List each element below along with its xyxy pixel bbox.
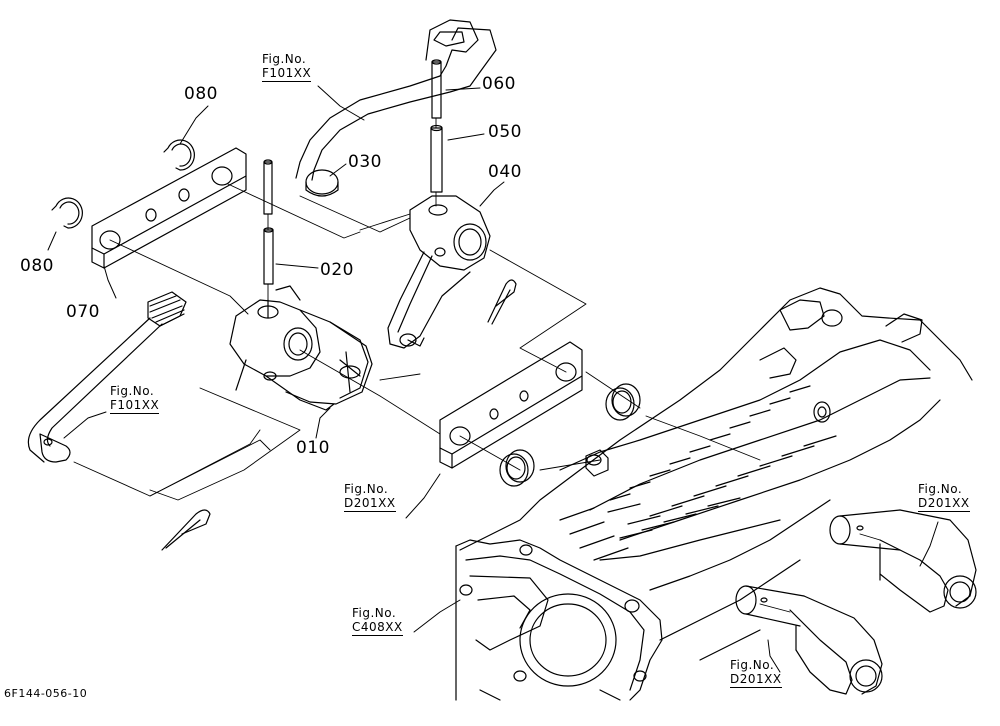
fig-ref-code: F101XX	[262, 66, 312, 82]
callout-080-lower: 080	[20, 256, 54, 276]
transmission-housing	[455, 287, 973, 701]
lever-arm-040	[387, 195, 491, 349]
shaft-d201-lower	[735, 585, 883, 695]
fig-ref-code: F101XX	[110, 398, 160, 414]
r-clip-upper	[487, 279, 517, 325]
fig-ref-code: D201XX	[918, 496, 970, 512]
fig-ref-leader-lines	[63, 85, 939, 673]
washer-ring-upper	[605, 383, 641, 421]
fig-ref-code: C408XX	[352, 620, 403, 636]
washer-ring-lower	[499, 449, 535, 487]
link-plate-d201	[439, 341, 583, 469]
drawing-code: 6F144-056-10	[4, 687, 88, 700]
assembly-axis-lines	[73, 117, 881, 613]
callout-020: 020	[320, 260, 354, 280]
pin-050	[430, 124, 443, 193]
callout-030: 030	[348, 152, 382, 172]
pin-030	[263, 159, 273, 215]
fig-ref-d201-mid[interactable]: Fig.No. D201XX	[344, 482, 396, 512]
callout-070: 070	[66, 302, 100, 322]
fig-ref-f101-left[interactable]: Fig.No. F101XX	[110, 384, 160, 414]
fig-ref-code: D201XX	[730, 672, 782, 688]
fig-ref-prefix: Fig.No.	[730, 658, 775, 672]
callout-050: 050	[488, 122, 522, 142]
upper-linkage-rod	[295, 19, 497, 197]
snap-ring-080-lower	[51, 197, 83, 229]
link-plate-070	[91, 147, 247, 269]
fig-ref-prefix: Fig.No.	[344, 482, 389, 496]
housing-dowel-pin	[585, 449, 609, 477]
callout-060: 060	[482, 74, 516, 94]
fig-ref-prefix: Fig.No.	[262, 52, 307, 66]
threaded-tie-rod	[27, 291, 187, 463]
callout-040: 040	[488, 162, 522, 182]
fig-ref-prefix: Fig.No.	[110, 384, 155, 398]
fig-ref-c408[interactable]: Fig.No. C408XX	[352, 606, 403, 636]
r-clip-lower	[161, 509, 211, 551]
lever-010	[229, 285, 373, 411]
fig-ref-d201-right[interactable]: Fig.No. D201XX	[918, 482, 970, 512]
callout-010: 010	[296, 438, 330, 458]
fig-ref-prefix: Fig.No.	[352, 606, 397, 620]
pin-060	[431, 59, 442, 119]
fig-ref-code: D201XX	[344, 496, 396, 512]
fig-ref-f101-top[interactable]: Fig.No. F101XX	[262, 52, 312, 82]
callout-080-upper: 080	[184, 84, 218, 104]
snap-ring-080-upper	[163, 139, 195, 171]
pin-020	[263, 227, 274, 285]
fig-ref-prefix: Fig.No.	[918, 482, 963, 496]
shaft-d201-right	[829, 509, 977, 613]
callout-leader-lines	[47, 87, 505, 439]
fig-ref-d201-bottom[interactable]: Fig.No. D201XX	[730, 658, 782, 688]
